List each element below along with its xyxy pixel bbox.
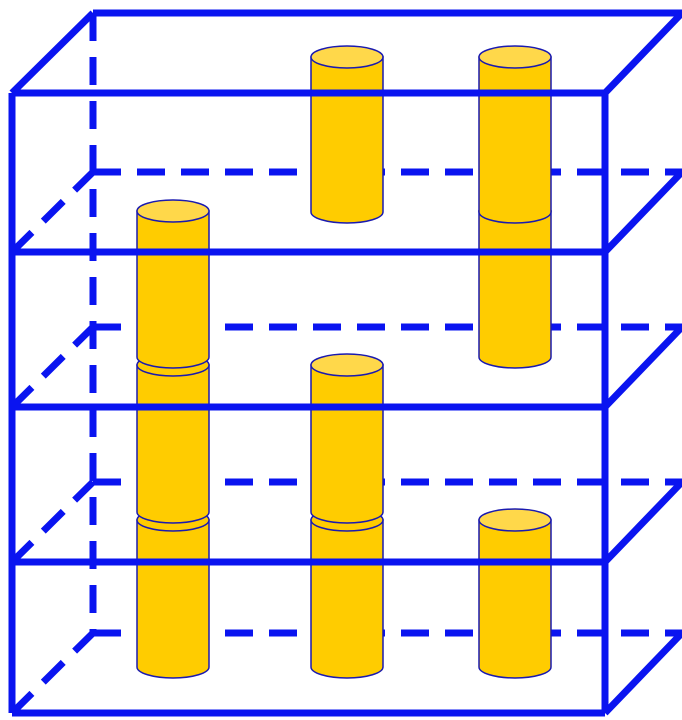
cylinder-body [136, 364, 210, 524]
cylinder-col3-level1 [478, 508, 552, 679]
front-frame [8, 9, 682, 717]
cylinder-col1-level3 [136, 199, 210, 369]
cylinder-body [478, 210, 552, 369]
cylinder-col1-level1 [136, 508, 210, 679]
top-right-depth-edge [602, 10, 682, 96]
left-depth-edge-2 [9, 324, 96, 410]
cylinder-body [310, 519, 384, 679]
cylinder-col2-level4 [310, 45, 384, 224]
cylinder-body [136, 210, 210, 369]
right-depth-edge-1 [602, 169, 682, 255]
cylinder-body [478, 56, 552, 224]
cylinder-col2-level2 [310, 353, 384, 524]
cylinder-body [310, 364, 384, 524]
cylinder-col3-level4 [478, 45, 552, 224]
cylinder-top [478, 45, 552, 69]
right-depth-edge-3 [602, 479, 682, 565]
cylinder-body [310, 56, 384, 224]
left-depth-edge-3 [9, 479, 96, 565]
cylinder-col2-level1 [310, 508, 384, 679]
cylinder-body [136, 519, 210, 679]
top-left-depth-edge [9, 10, 96, 96]
left-depth-edge-4 [9, 630, 96, 716]
cylinder-col3-level3 [478, 199, 552, 369]
cylinder-group [136, 45, 552, 679]
cylinder-top [310, 353, 384, 377]
cylinder-top [310, 45, 384, 69]
cylinder-top [478, 508, 552, 532]
left-depth-edge-1 [9, 169, 96, 255]
right-depth-edge-4 [602, 630, 682, 716]
cylinder-top [136, 199, 210, 223]
cylinder-col1-level2 [136, 353, 210, 524]
right-depth-edge-2 [602, 324, 682, 410]
cylinder-body [478, 519, 552, 679]
